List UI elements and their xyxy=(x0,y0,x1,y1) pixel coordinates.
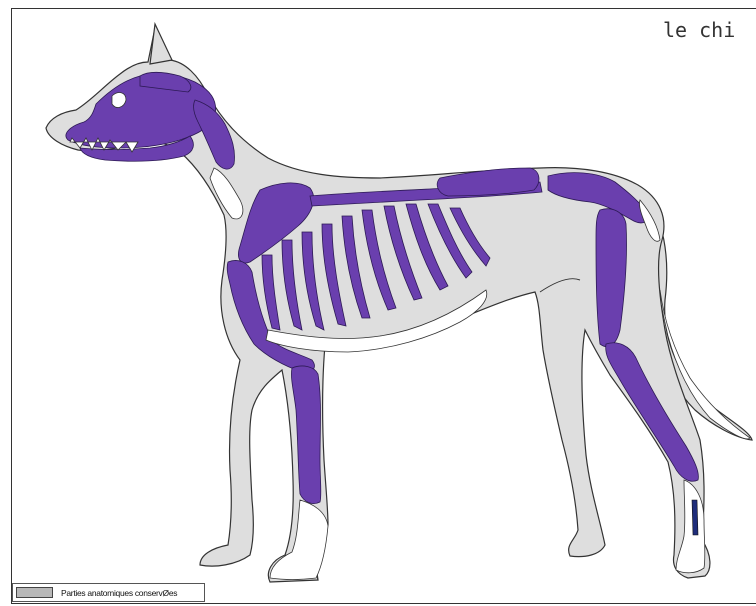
legend-box: Parties anatomiques conservØes xyxy=(12,583,205,602)
metatarsal-highlight-bone xyxy=(692,500,698,535)
legend-swatch xyxy=(16,587,53,598)
fore-paw-missing xyxy=(270,500,328,580)
lumbar-vertebrae-bone xyxy=(437,168,539,196)
preserved-bones xyxy=(66,72,698,503)
ear-silhouette xyxy=(150,24,172,64)
legend-label: Parties anatomiques conservØes xyxy=(61,588,177,598)
